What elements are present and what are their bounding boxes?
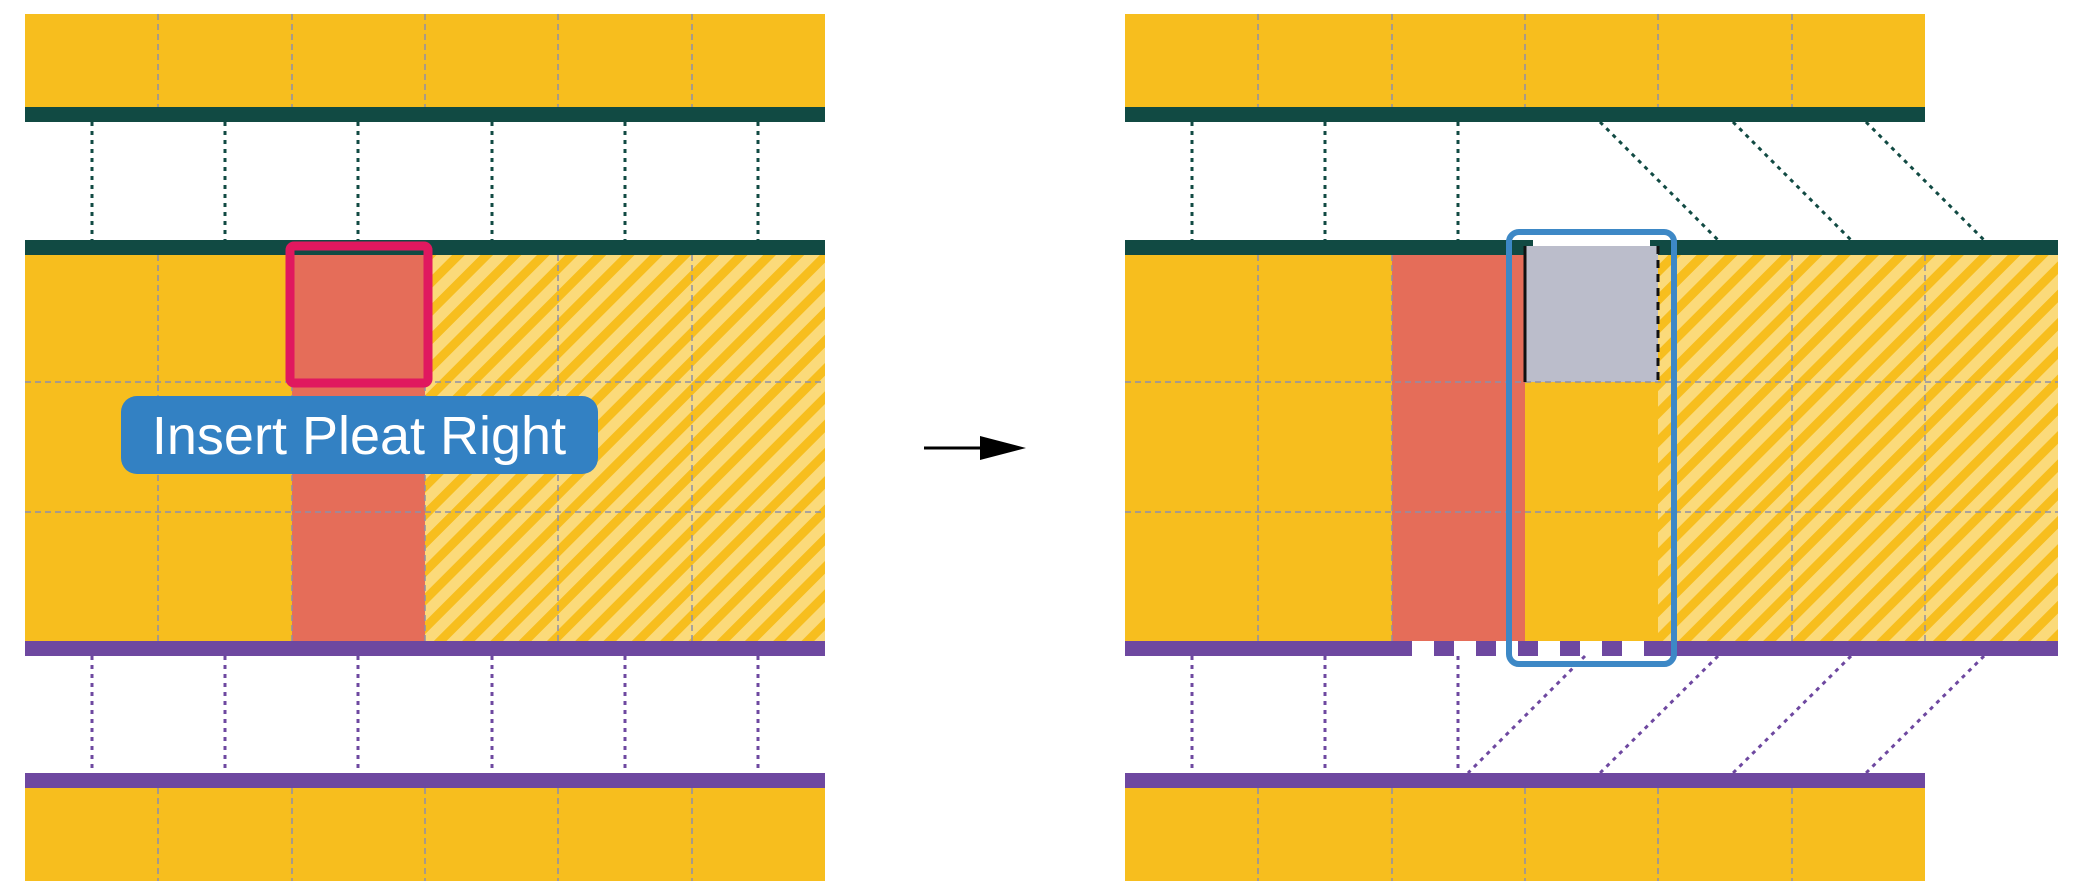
left-top-strip-gridlines [157,14,693,107]
right-top-connectors [1190,120,1986,242]
right-middle-top-track-right [1650,240,2058,255]
left-lower-bottom-track [25,773,825,788]
selected-cell-outline[interactable] [285,241,433,388]
insert-pleat-right-label[interactable]: Insert Pleat Right [121,396,598,474]
right-middle-bottom-track-right [1664,641,2058,656]
right-middle-gridlines [1125,255,2058,641]
left-upper-top-track [25,107,825,122]
action-label-background [121,396,598,474]
inserted-pleat-outline[interactable] [1506,229,1677,667]
left-bottom-connectors [90,656,760,773]
left-bottom-strip-gridlines [157,788,693,881]
right-top-strip-gridlines [1257,14,1793,107]
right-pleat-column [1392,255,1525,641]
new-pleat-header-cell [1525,246,1658,382]
right-middle-bottom-track-left [1125,641,1392,656]
right-panel [1125,14,2058,881]
left-middle-bottom-track [25,641,825,656]
right-middle-top-track-left [1125,240,1533,255]
right-bottom-connectors [1190,654,1986,775]
right-upper-top-track [1125,107,1925,122]
left-panel: Insert Pleat Right [25,14,825,881]
right-hatched-region [1658,255,2058,641]
right-lower-bottom-track [1125,773,1925,788]
arrow-right-icon [924,436,1026,460]
right-middle-bottom-track-dashed [1392,641,1664,656]
left-top-connectors [90,122,760,240]
action-label-text: Insert Pleat Right [152,406,566,466]
right-bottom-strip-gridlines [1257,788,1793,881]
